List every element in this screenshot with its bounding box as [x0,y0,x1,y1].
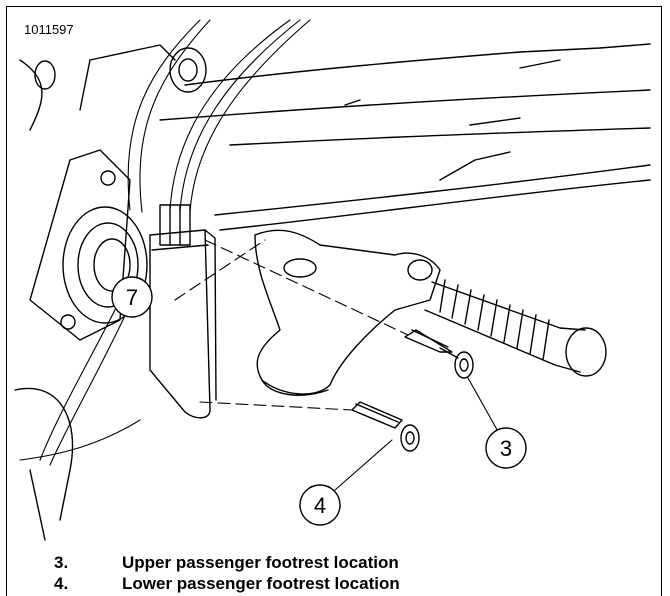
caption-text: Upper passenger footrest location [122,553,399,572]
callout-7: 7 [126,285,138,310]
lower-bolt [351,401,420,452]
callout-4: 4 [314,493,326,518]
passenger-footrest [254,229,441,396]
callout-circles [111,276,527,526]
caption-text: Lower passenger footrest location [122,574,400,593]
caption-number: 3. [54,553,69,572]
leader-lines [334,377,501,491]
figure-id: 1011597 [22,22,76,37]
figure-frame [6,6,662,596]
footrest-mount-bracket [149,204,217,419]
frame-rail [159,43,651,231]
hub-assembly [14,59,148,541]
alignment-lines [174,239,409,411]
callout-3: 3 [500,436,512,461]
wiring-harness [19,19,311,466]
caption-number: 4. [54,574,69,593]
cable-grommet [79,44,207,111]
footpeg-rubber [424,279,607,377]
upper-bolt [404,329,474,379]
